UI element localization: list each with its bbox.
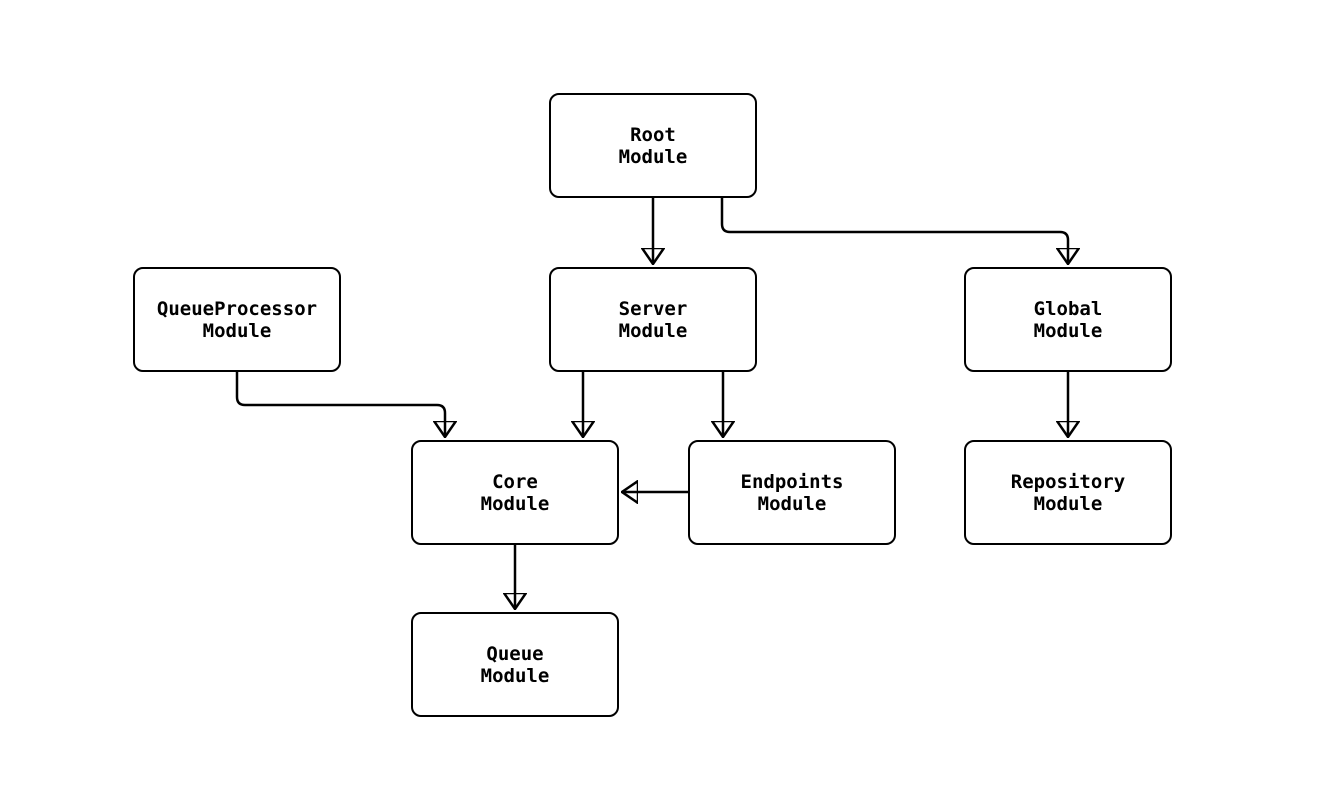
node-global-module: Global Module (964, 267, 1172, 372)
node-queueprocessor-module: QueueProcessor Module (133, 267, 341, 372)
node-repository-module: Repository Module (964, 440, 1172, 545)
node-endpoints-module: Endpoints Module (688, 440, 896, 545)
edge-queueprocessor-to-core (235, 372, 445, 436)
node-core-module: Core Module (411, 440, 619, 545)
node-root-module: Root Module (549, 93, 757, 198)
node-server-module: Server Module (549, 267, 757, 372)
edge-root-to-global (720, 198, 1068, 263)
node-queue-module: Queue Module (411, 612, 619, 717)
